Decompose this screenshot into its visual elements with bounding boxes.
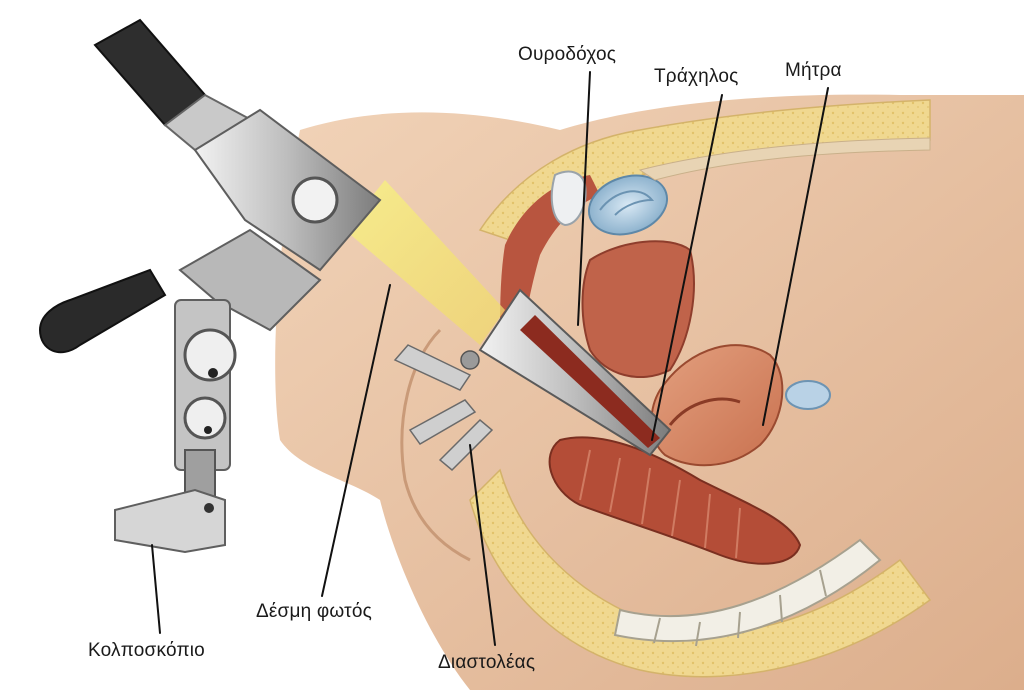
leader-cervix — [651, 94, 723, 441]
leader-urethra — [577, 71, 591, 326]
vaginal-wall — [581, 240, 695, 379]
body-skin — [275, 94, 1024, 690]
label-speculum: Διαστολέας — [438, 652, 536, 673]
colposcope-knob-lower — [183, 396, 227, 440]
colposcope-base-screw — [204, 503, 214, 513]
leader-light-beam — [321, 284, 391, 597]
colposcope-knob-upper — [183, 328, 237, 382]
fat-layer-lower — [469, 468, 932, 678]
uterine-cavity — [668, 397, 741, 426]
rectum-stripes — [579, 449, 741, 559]
ovary — [785, 380, 831, 410]
sacrum — [613, 538, 882, 643]
colposcope-arm — [178, 228, 322, 332]
speculum-handle — [393, 344, 494, 472]
pubic-bone — [550, 170, 587, 227]
label-uterus: Μήτρα — [785, 60, 842, 81]
colposcope-lens — [291, 176, 339, 224]
colposcope-head — [193, 108, 382, 272]
leader-uterus — [762, 87, 829, 426]
label-colposcope: Κολποσκόπιο — [88, 640, 205, 661]
abdominal-wall — [638, 137, 931, 181]
label-urethra: Ουροδόχος — [518, 44, 617, 65]
vertebra-dividers — [653, 569, 827, 647]
speculum-screw — [460, 350, 480, 370]
colposcope-knob-upper-dot — [208, 368, 218, 378]
colposcope — [38, 18, 382, 554]
colposcope-column — [174, 299, 231, 471]
bladder-folds — [599, 190, 655, 216]
colposcope-base — [114, 488, 226, 554]
label-light-beam: Δέσμη φωτός — [256, 601, 372, 622]
colposcope-handle — [38, 268, 167, 354]
speculum-inner — [520, 315, 660, 448]
leader-colposcope — [151, 544, 161, 634]
light-beam — [345, 180, 505, 345]
leader-speculum — [469, 444, 496, 646]
label-cervix: Τράχηλος — [654, 66, 739, 87]
colposcope-knob-lower-dot — [204, 426, 212, 434]
